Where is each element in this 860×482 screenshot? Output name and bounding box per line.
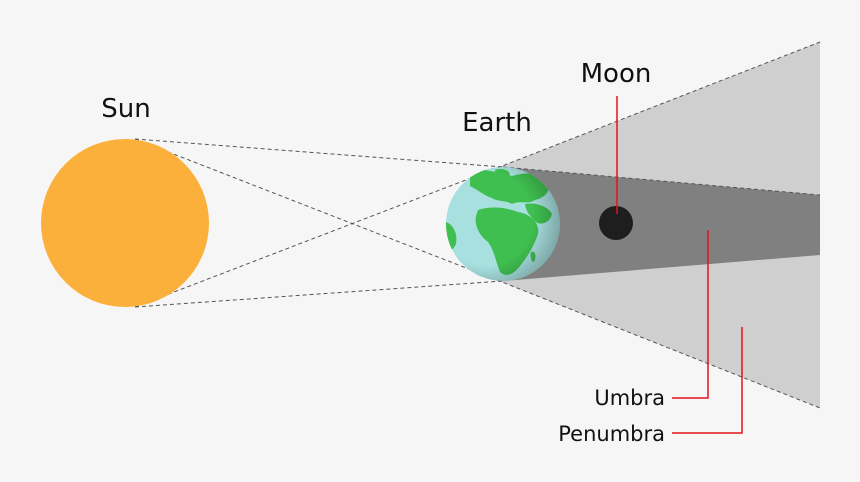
earth-label: Earth [462, 108, 532, 138]
light-rays [134, 41, 821, 409]
ray-bottom-cross [134, 167, 498, 308]
penumbra-leader-line [672, 327, 743, 434]
moon-label: Moon [581, 59, 652, 89]
ray-bottom-bottom [134, 280, 504, 308]
penumbra-edge-bottom [496, 279, 821, 409]
sun-label: Sun [101, 94, 150, 124]
ray-top-cross [134, 138, 498, 281]
earth-globe-icon [446, 167, 560, 281]
leader-lines [616, 96, 743, 434]
umbra-label: Umbra [594, 386, 665, 410]
moon [599, 206, 633, 240]
sun [41, 139, 209, 307]
penumbra-edge-top [496, 41, 821, 169]
umbra-region [503, 167, 820, 281]
ray-top-top [134, 138, 504, 168]
umbra-leader-line [672, 230, 709, 399]
penumbra-label: Penumbra [558, 422, 665, 446]
